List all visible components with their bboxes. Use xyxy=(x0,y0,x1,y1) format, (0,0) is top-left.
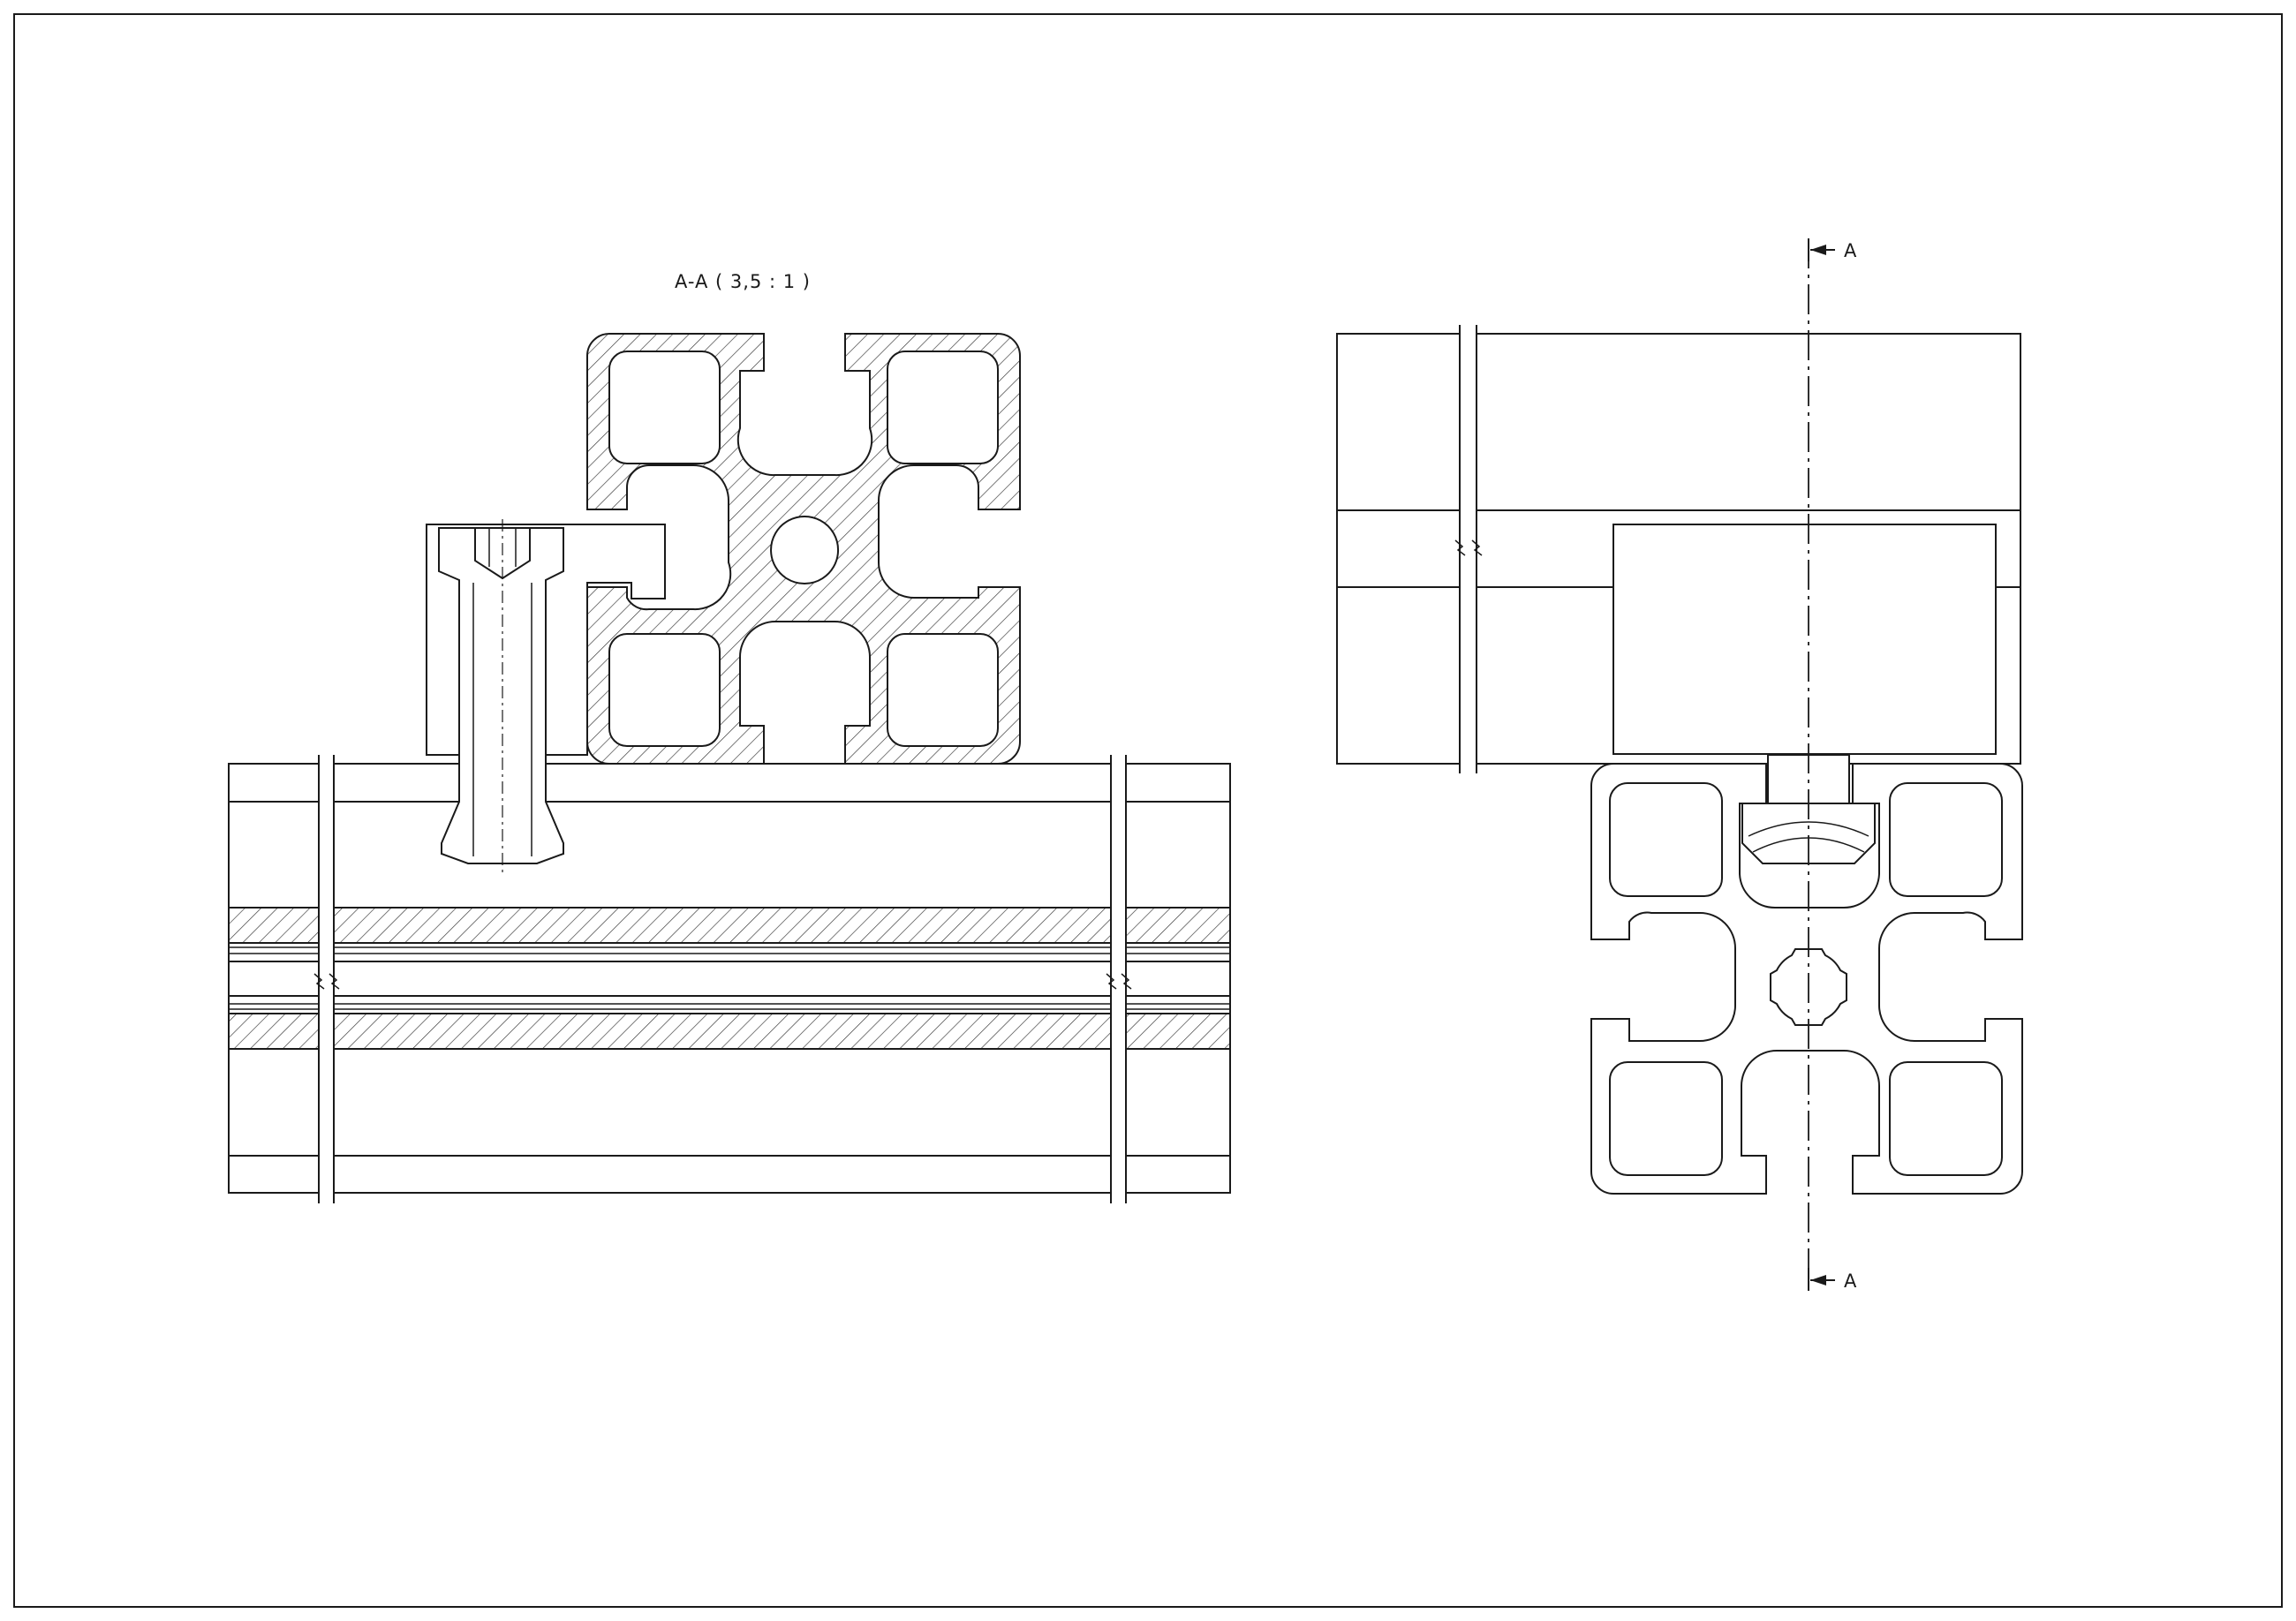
cap-screw xyxy=(438,519,564,872)
section-mark-bottom: A xyxy=(1844,1270,1857,1292)
sheet-border xyxy=(13,13,2283,1608)
profile-wall-hatch-upper xyxy=(228,907,1231,944)
center-bore xyxy=(1770,948,1847,1026)
break-line-left xyxy=(319,755,334,1203)
profile-end-view xyxy=(1590,754,2023,1195)
front-view: A A xyxy=(1336,238,2023,1292)
section-arrow-bottom xyxy=(1810,1275,1826,1285)
profile-wall-hatch-lower xyxy=(228,1013,1231,1050)
long-profile xyxy=(228,755,1231,1203)
section-title: A-A ( 3,5 : 1 ) xyxy=(675,271,811,292)
break-line-right xyxy=(1111,755,1126,1203)
upper-profile xyxy=(1336,325,2021,773)
profile-cross-section xyxy=(586,333,1021,765)
break-line-upper xyxy=(1460,325,1477,773)
section-line: A A xyxy=(1808,238,1857,1292)
t-nut xyxy=(1741,803,1876,864)
bracket-face xyxy=(1612,524,1997,755)
section-arrow-top xyxy=(1810,245,1826,255)
section-view-a-a: A-A ( 3,5 : 1 ) xyxy=(228,271,1231,1203)
section-mark-top: A xyxy=(1844,240,1857,261)
